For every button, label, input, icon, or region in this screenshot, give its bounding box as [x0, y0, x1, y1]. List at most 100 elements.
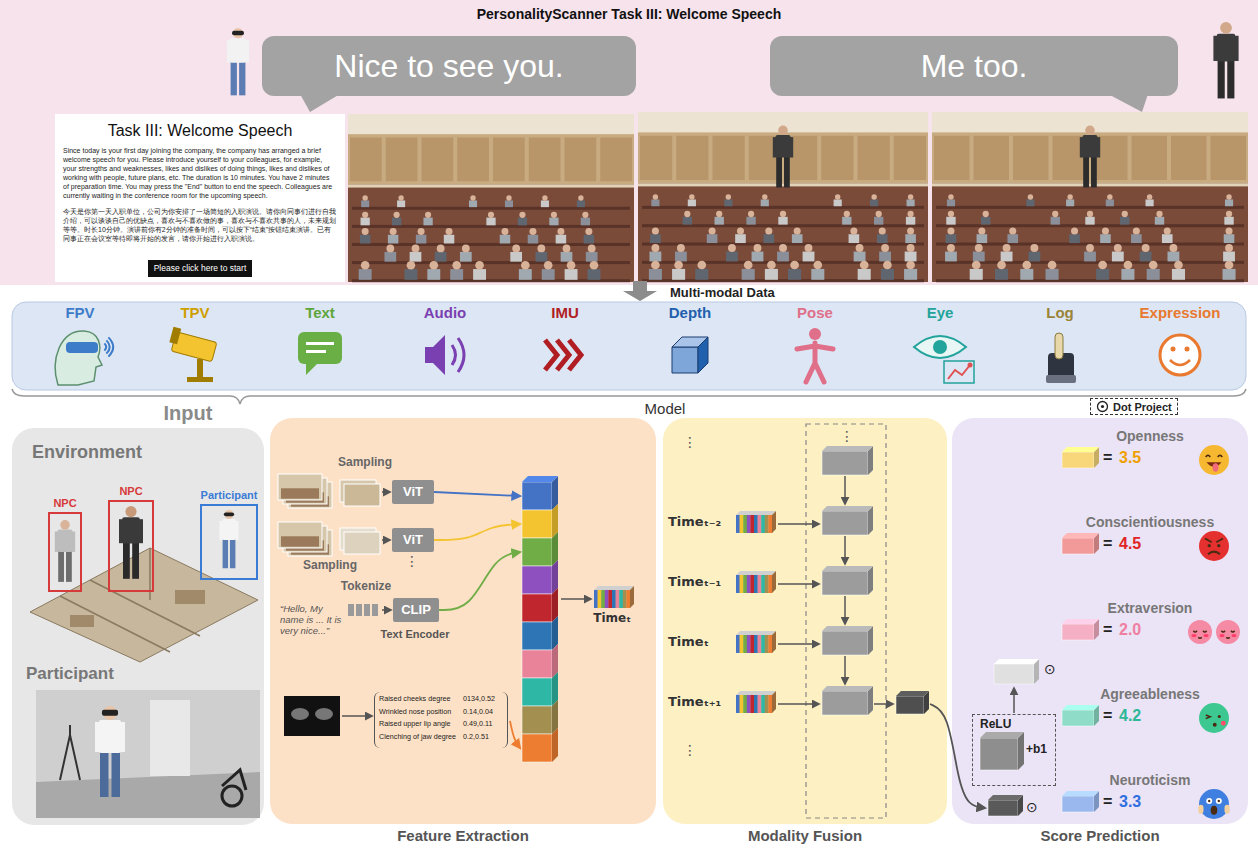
illustration-part [947, 244, 955, 252]
node-text: Participant [201, 489, 258, 502]
illustration-part [1062, 796, 1094, 812]
illustration-part [758, 575, 762, 593]
step-label: Sampling [303, 559, 357, 573]
illustration-part [772, 511, 776, 533]
illustration-part [881, 244, 889, 252]
illustration-part [359, 269, 372, 280]
illustration-part [1083, 156, 1089, 187]
illustration-part [809, 328, 821, 340]
illustration-part [55, 331, 102, 385]
illustration-part [108, 337, 113, 356]
illustration-part [684, 211, 690, 217]
expression-table: Raised cheeks degree0134,0.52Wrinkled no… [374, 692, 508, 748]
illustration-part [907, 199, 915, 206]
illustration-part [1062, 447, 1099, 452]
illustration-part [1102, 227, 1109, 234]
illustration-part [36, 772, 260, 818]
illustration-part [761, 695, 765, 713]
illustration-part [1132, 136, 1168, 180]
illustration-part [1046, 269, 1059, 280]
illustration-part [437, 245, 445, 253]
illustration-part [651, 244, 659, 252]
node-text: Me too. [921, 48, 1028, 85]
illustration-part [598, 590, 602, 608]
illustration-part [742, 269, 755, 280]
modality-name: TPV [180, 304, 209, 321]
illustration-part [1191, 634, 1196, 637]
modality-name: FPV [65, 304, 94, 321]
illustration-part [1084, 252, 1096, 262]
illustration-part [594, 586, 634, 590]
illustration-part [422, 138, 454, 182]
equals-sign: = [1103, 707, 1112, 725]
arrow [561, 598, 591, 600]
illustration-part [765, 269, 778, 280]
illustration-part [1062, 533, 1099, 538]
illustration-part [1085, 126, 1095, 136]
illustration-part [784, 156, 790, 187]
illustration-part [522, 622, 552, 650]
modality-name: Depth [669, 304, 712, 321]
illustration-part [797, 343, 833, 382]
illustration-part [384, 252, 396, 262]
arrow [434, 492, 520, 496]
section-heading: Environment [32, 442, 142, 463]
illustration-part [535, 252, 547, 262]
illustration-part [348, 134, 634, 184]
illustration-part [1226, 211, 1232, 217]
illustration-part [772, 571, 776, 593]
illustration-part [1220, 22, 1232, 34]
illustration-part [974, 136, 1010, 180]
illustration-part [778, 126, 788, 136]
instruction-text: Since today is your first day joining th… [63, 146, 337, 201]
encoder-label: Text Encoder [381, 628, 450, 641]
illustration-part [616, 590, 620, 608]
illustration-part [1156, 211, 1162, 217]
illustration-part [792, 234, 803, 243]
illustration-part [879, 227, 886, 234]
illustration-part [761, 635, 765, 653]
modality-name: Eye [927, 304, 954, 321]
illustration-part [569, 340, 581, 370]
illustration-part [125, 506, 136, 517]
illustration-part [750, 575, 754, 593]
illustration-part [1149, 261, 1158, 270]
illustration-part [736, 571, 776, 575]
symbol-ring [1098, 402, 1108, 412]
dot-product-symbol: ⊙ [1044, 661, 1056, 677]
illustration-part [736, 511, 776, 515]
illustration-part [970, 269, 983, 280]
table-cell: 0.49,0.11 [463, 720, 492, 728]
illustration-part [735, 234, 746, 243]
illustration-part [822, 446, 873, 451]
node-text: NPC [119, 485, 142, 498]
illustration-part [361, 200, 369, 207]
illustration-part [761, 515, 765, 533]
arrow [778, 523, 819, 525]
illustration-part [870, 199, 878, 206]
illustration-part [946, 234, 957, 243]
illustration-part [907, 244, 915, 252]
illustration-part [896, 696, 924, 714]
illustration-part [450, 269, 463, 280]
illustration-part [811, 269, 824, 280]
illustration-part [187, 377, 213, 382]
illustration-part [505, 200, 513, 207]
illustration-part [557, 340, 569, 370]
illustration-part [822, 571, 868, 595]
illustration-part [1217, 544, 1220, 547]
panel-caption: Feature Extraction [397, 827, 529, 844]
equals-sign: = [1103, 449, 1112, 467]
illustration-part [688, 199, 696, 206]
illustration-part [1162, 234, 1173, 243]
illustration-part [780, 211, 786, 217]
illustration-part [1216, 539, 1223, 543]
illustration-part [715, 217, 724, 225]
illustration-part [642, 206, 924, 209]
illustration-part [858, 269, 871, 280]
illustration-part [348, 114, 634, 282]
modality-name: Expression [1140, 304, 1221, 321]
illustration-part [776, 156, 782, 187]
illustration-part [425, 212, 431, 218]
illustration-part [549, 218, 558, 226]
